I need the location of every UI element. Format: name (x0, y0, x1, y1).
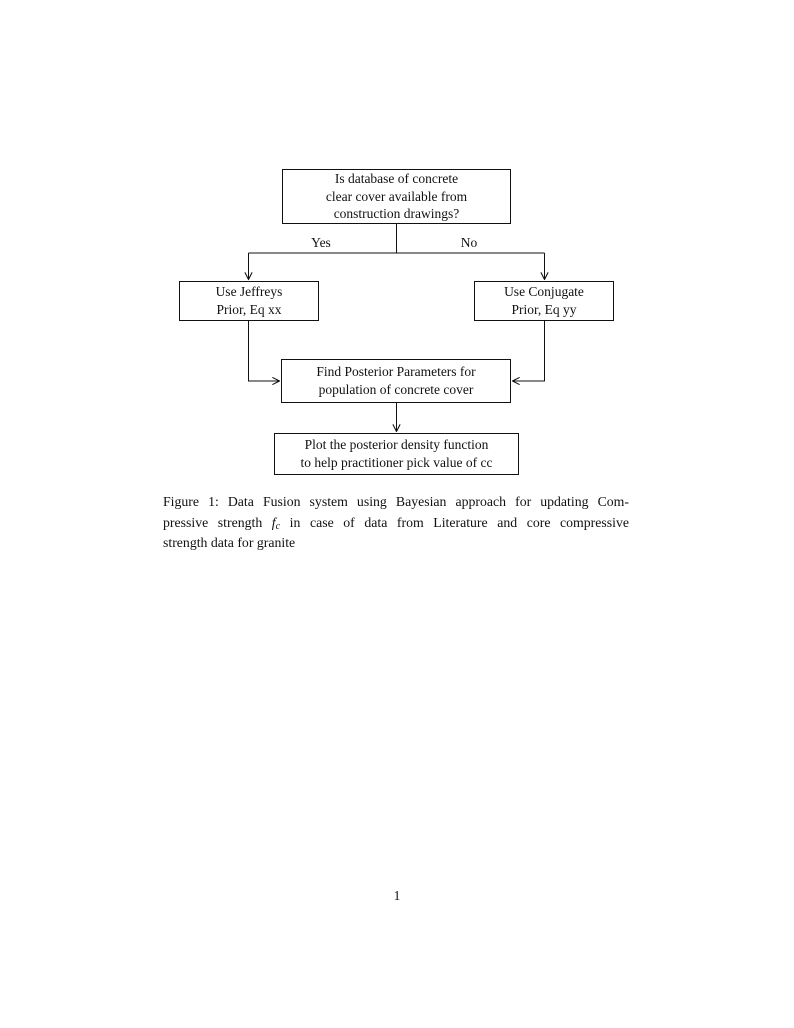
edge-label-yes: Yes (311, 235, 331, 250)
flowchart-node-posterior-parameters: Find Posterior Parameters for population… (281, 359, 511, 403)
caption-line-1: Figure 1: Data Fusion system using Bayes… (163, 494, 629, 509)
figure-caption: Figure 1: Data Fusion system using Bayes… (163, 492, 629, 554)
edge-label-no: No (460, 235, 478, 250)
page-number: 1 (393, 888, 401, 903)
math-fc-symbol: fc (271, 514, 281, 532)
caption-line-2: pressive strength fc in case of data fro… (163, 513, 629, 534)
math-fc-base: f (271, 514, 276, 530)
math-fc-subscript: c (275, 520, 281, 532)
flowchart-node-question: Is database of concrete clear cover avai… (282, 169, 511, 224)
edge-yes-to-posterior (248, 321, 281, 385)
caption-line-3: strength data for granite (163, 535, 296, 551)
flowchart-node-jeffreys-prior: Use Jeffreys Prior, Eq xx (179, 281, 319, 321)
edge-no-to-posterior (511, 321, 545, 385)
caption-line-2-pre: pressive strength (163, 514, 272, 530)
flowchart-node-plot-density: Plot the posterior density function to h… (274, 433, 519, 475)
caption-line-2-post: in case of data from Literature and core… (280, 514, 629, 530)
flowchart-node-conjugate-prior: Use Conjugate Prior, Eq yy (474, 281, 614, 321)
